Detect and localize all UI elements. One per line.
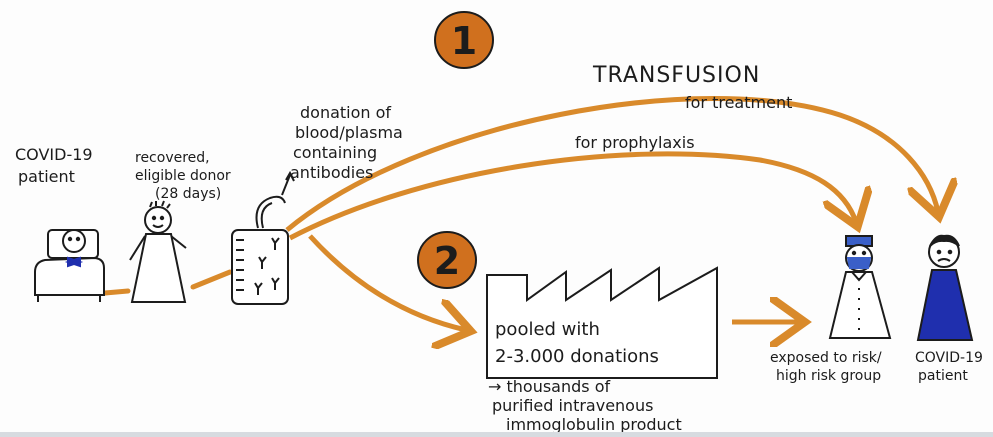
patient-figure-icon [916,234,974,341]
exposed-label: exposed to risk/ high risk group [770,350,886,384]
donor-label: recovered, eligible donor (28 days) [135,150,235,202]
masked-person-icon [828,235,892,339]
covid-patient-right-label: COVID-19 patient [915,350,987,384]
covid-patient-left-label: COVID-19 patient [15,145,98,186]
step-2-number: 2 [434,239,460,283]
step-2-badge: 2 [417,231,477,289]
thousands-label: → thousands of purified intravenous immo… [488,377,682,434]
bottom-divider [0,432,993,437]
arrow-transfusion-treatment [285,96,938,232]
hospital-bed-icon [34,229,105,302]
donor-figure-icon [129,200,187,303]
factory-icon [486,266,718,379]
pooled-label: pooled with 2-3.000 donations [495,319,659,367]
blood-bag-icon [231,195,289,305]
step-1-number: 1 [451,19,477,63]
arrow-donor-to-bag [190,269,233,290]
pointer-arrow [281,170,295,196]
arrow-bag-to-factory [308,234,466,330]
transfusion-label: TRANSFUSION [592,63,760,88]
step-1-badge: 1 [434,11,494,69]
for-treatment-label: for treatment [685,93,792,112]
donation-label: donation of blood/plasma containing anti… [290,103,408,182]
arrow-transfusion-prophylaxis [288,151,856,241]
arrow-bed-to-donor [102,288,131,296]
for-prophylaxis-label: for prophylaxis [575,133,695,152]
